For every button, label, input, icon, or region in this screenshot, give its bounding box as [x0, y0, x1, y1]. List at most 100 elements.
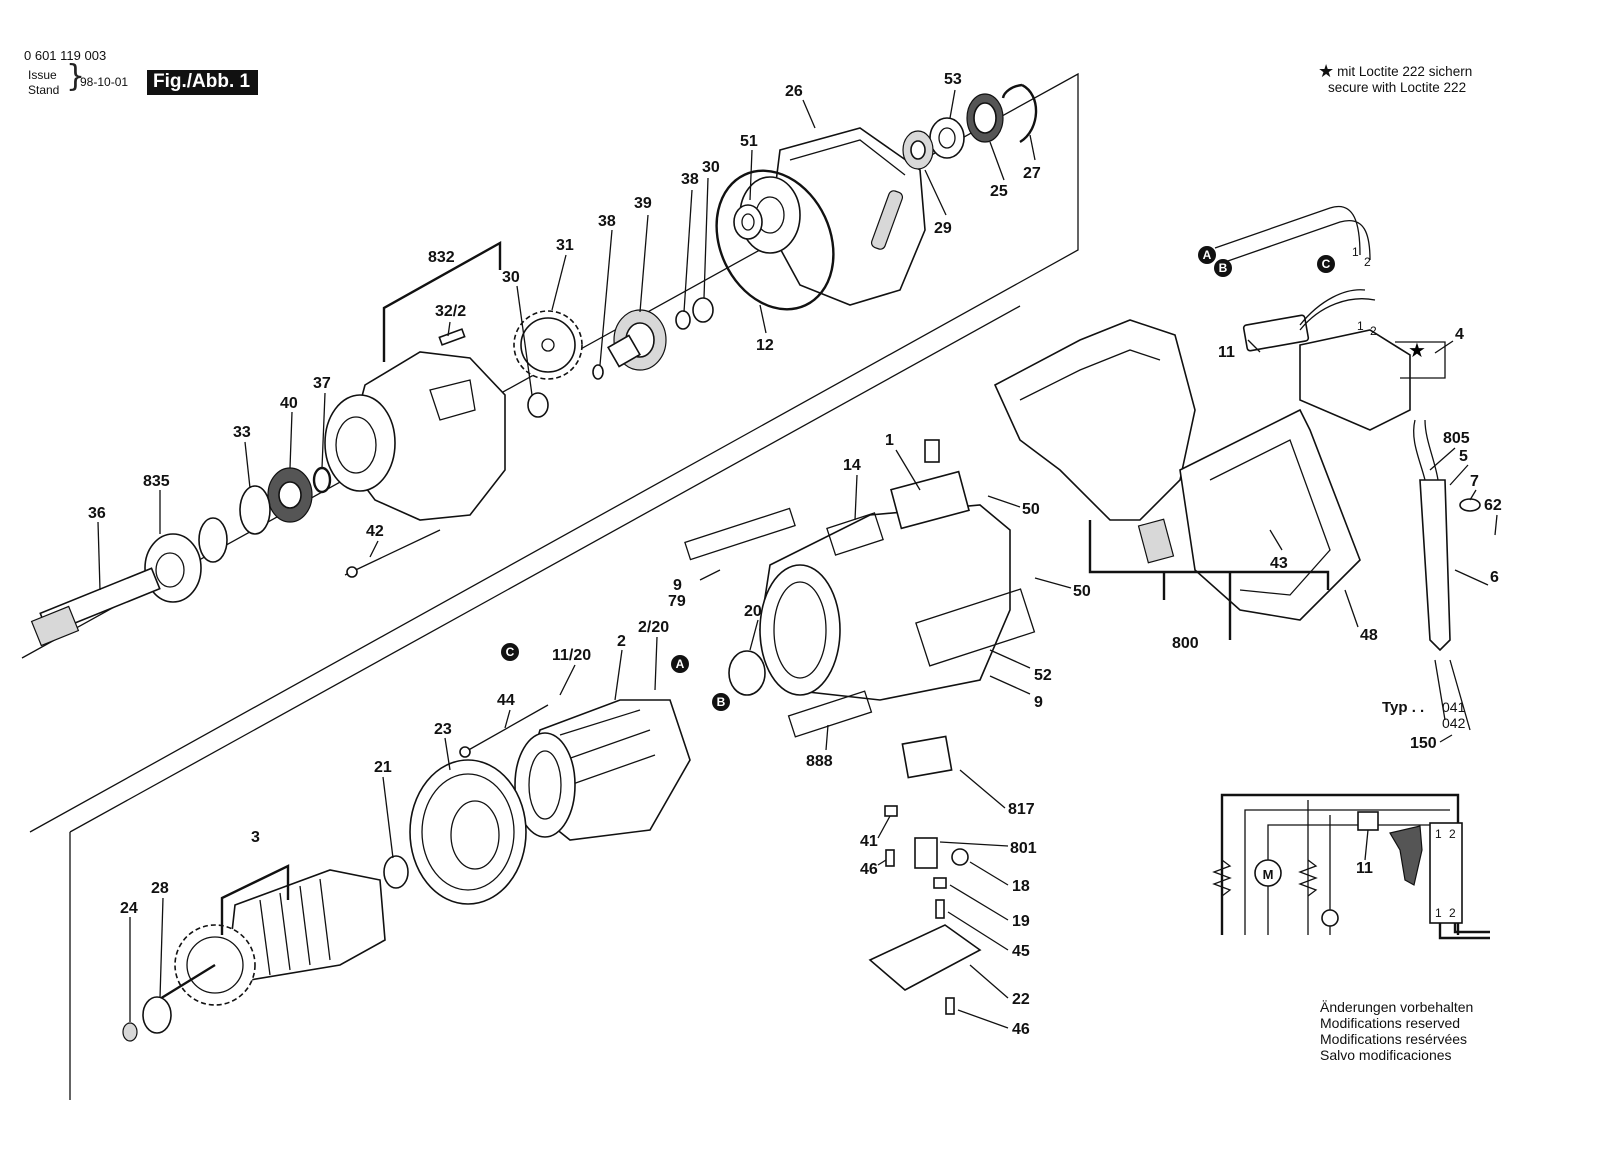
- cable-6: [1413, 419, 1471, 731]
- connector-c-label-2: C: [506, 645, 515, 659]
- part-19: 19: [1012, 913, 1030, 930]
- spacer-ring: [198, 517, 228, 563]
- part-50-upper: 50: [1022, 501, 1040, 518]
- part-39: 39: [634, 195, 652, 212]
- washer-38: [675, 310, 691, 330]
- suppressor-11: [1242, 314, 1310, 352]
- figure-label: Fig./Abb. 1: [147, 70, 259, 95]
- part-21: 21: [374, 759, 392, 776]
- part-805: 805: [1443, 430, 1470, 447]
- motor-housing-1: [759, 504, 1011, 701]
- gear-housing-top: [739, 127, 926, 306]
- motor-symbol: [1254, 859, 1282, 887]
- armature-3: [149, 869, 386, 1007]
- spring-18: [951, 848, 969, 866]
- loctite-note-en: secure with Loctite 222: [1328, 80, 1467, 95]
- part-48: 48: [1360, 627, 1378, 644]
- part-25: 25: [990, 183, 1008, 200]
- part-45: 45: [1012, 943, 1030, 960]
- part-41: 41: [860, 833, 878, 850]
- part-24: 24: [120, 900, 138, 917]
- part-150: 150: [1410, 735, 1437, 752]
- circuit-schematic: [1212, 793, 1490, 940]
- connector-a-bottom: [671, 655, 689, 673]
- modifications-fr: Modifications resérvées: [1320, 1031, 1468, 1047]
- bearing-20: [728, 650, 766, 696]
- washer-33: [239, 485, 271, 535]
- part-9-lower: 9: [1034, 694, 1043, 711]
- part-46-upper: 46: [860, 861, 878, 878]
- issue-date: 98-10-01: [80, 75, 129, 89]
- ring-25: [966, 93, 1004, 143]
- switch-terminal-2-top: 2: [1449, 827, 1456, 841]
- connector-a-label-2: A: [676, 657, 685, 671]
- stator-2: [514, 699, 691, 841]
- part-43: 43: [1270, 555, 1288, 572]
- part-40: 40: [280, 395, 298, 412]
- part-50-lower: 50: [1073, 583, 1091, 600]
- part-888: 888: [806, 753, 833, 770]
- part-28: 28: [151, 880, 169, 897]
- part-number-labels: 26 53 51 30 38 27 25 29 39 31 38 832 30 …: [88, 71, 1502, 1038]
- issue-labels: Issue Stand: [28, 68, 59, 98]
- wires-c: [1299, 289, 1376, 331]
- suppressor-symbol: [1357, 811, 1379, 831]
- switch-4: [1299, 329, 1446, 431]
- bearing-29: [902, 130, 934, 170]
- part-32-2: 32/2: [435, 303, 466, 320]
- part-23: 23: [434, 721, 452, 738]
- modifications-de: Änderungen vorbehalten: [1320, 999, 1474, 1015]
- gear-housing-832: [324, 351, 506, 521]
- bracket-832: [382, 240, 502, 362]
- part-22: 22: [1012, 991, 1030, 1008]
- lower-group-frame-top: [69, 305, 1021, 833]
- ground-symbol: [1321, 909, 1339, 927]
- part-62: 62: [1484, 497, 1502, 514]
- screw-45: [935, 899, 945, 919]
- bushing-51: [733, 204, 763, 240]
- leader-lines: [97, 89, 1498, 1029]
- plate-888: [787, 690, 873, 738]
- part-26: 26: [785, 83, 803, 100]
- document-number: 0 601 119 003: [24, 48, 107, 63]
- brush-holder-area: [890, 439, 970, 530]
- part-44: 44: [497, 692, 515, 709]
- part-832: 832: [428, 249, 455, 266]
- wire-terminal-2: 2: [1364, 255, 1371, 269]
- part-11-20: 11/20: [552, 647, 591, 664]
- part-37: 37: [313, 375, 331, 392]
- loctite-note-de: mit Loctite 222 sichern: [1337, 64, 1473, 79]
- brush-holder-817: [901, 735, 953, 779]
- switch-wire-terminal-2: 2: [1370, 324, 1377, 338]
- part-38-upper: 38: [681, 171, 699, 188]
- part-30-lower: 30: [502, 269, 520, 286]
- stand-label: Stand: [28, 83, 60, 97]
- spindle-36: [30, 567, 161, 647]
- part-801: 801: [1010, 840, 1037, 857]
- part-7: 7: [1470, 473, 1479, 490]
- switch-symbol: [1429, 822, 1463, 924]
- part-33: 33: [233, 424, 251, 441]
- part-2-20: 2/20: [638, 619, 669, 636]
- part-9-upper: 9: [673, 577, 682, 594]
- carbon-brush-801: [914, 837, 938, 869]
- connector-c-bottom: [501, 643, 519, 661]
- modifications-es: Salvo modificaciones: [1320, 1047, 1452, 1063]
- part-30-upper: 30: [702, 159, 720, 176]
- air-guide-23: [409, 759, 527, 905]
- part-6: 6: [1490, 569, 1499, 586]
- type-042: 042: [1442, 715, 1466, 731]
- type-prefix: Typ . .: [1382, 699, 1424, 716]
- part-835: 835: [143, 473, 170, 490]
- bearing-28: [142, 996, 172, 1034]
- part-42: 42: [366, 523, 384, 540]
- screw-44-head: [459, 746, 471, 758]
- washer-38b: [592, 364, 604, 380]
- part-800: 800: [1172, 635, 1199, 652]
- part-5: 5: [1459, 448, 1468, 465]
- loctite-star-icon: ★: [1408, 338, 1426, 362]
- cable-clamp-7: [1459, 498, 1481, 512]
- part-14: 14: [843, 457, 861, 474]
- bracket-3: [220, 864, 290, 935]
- clip-19: [933, 877, 947, 889]
